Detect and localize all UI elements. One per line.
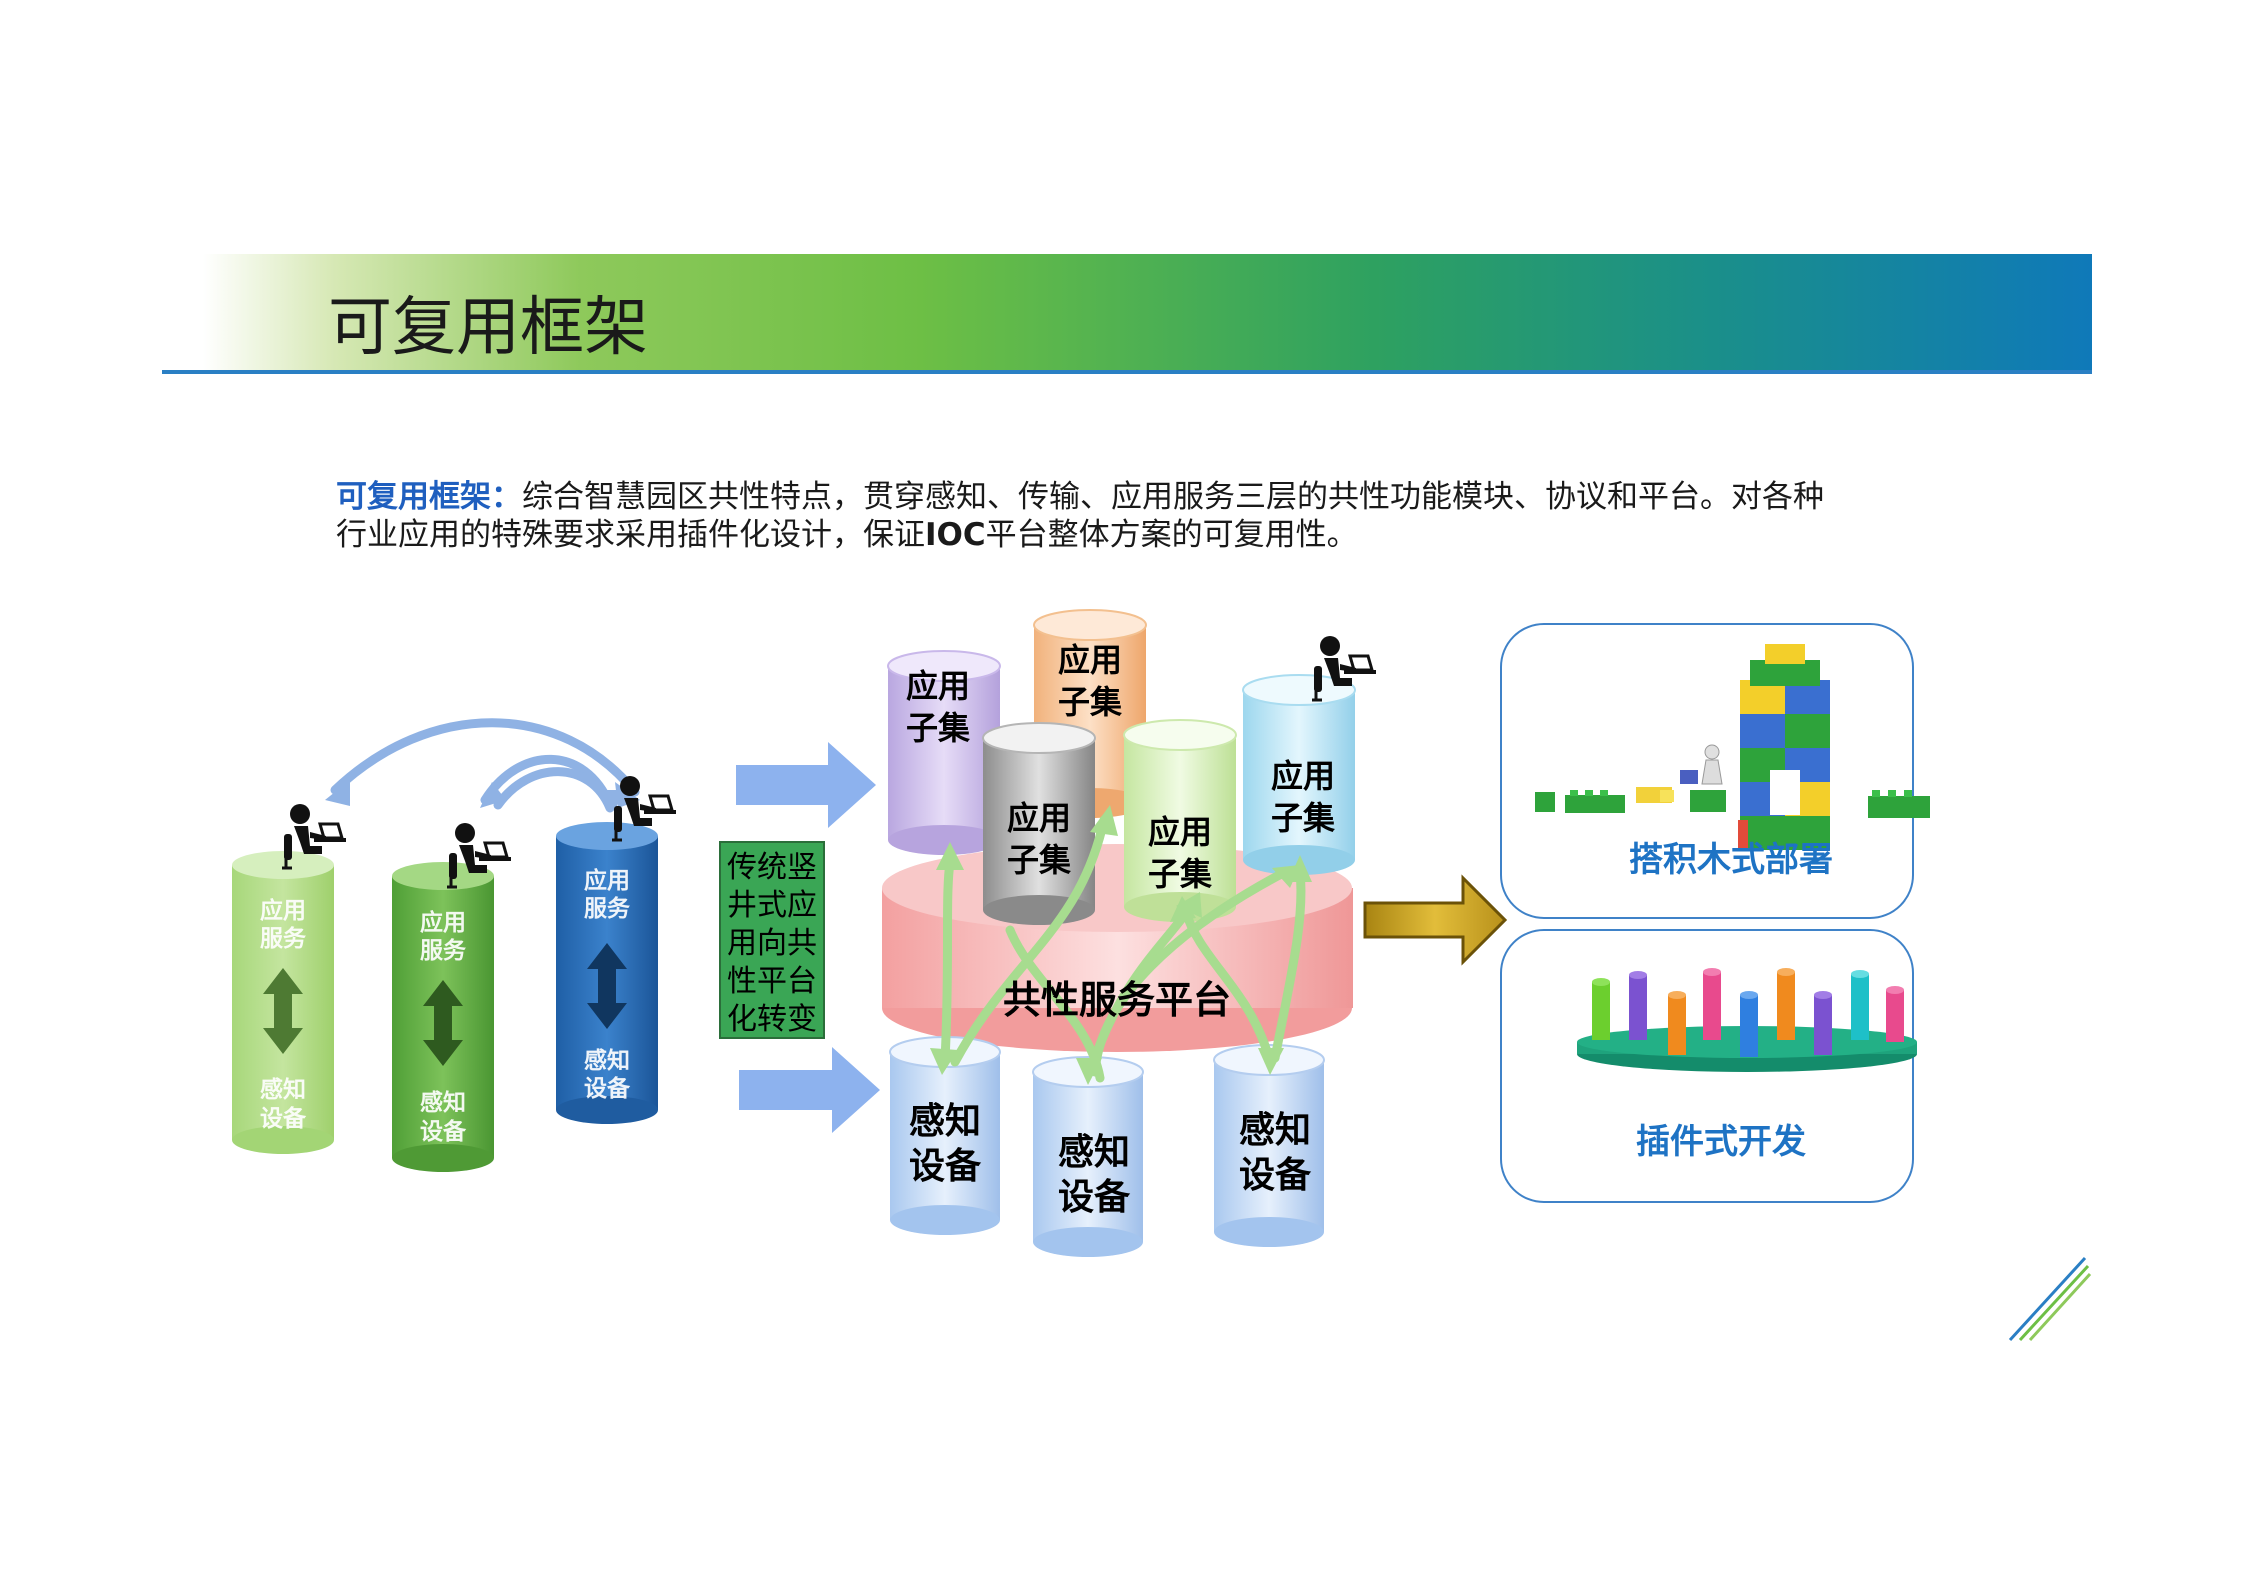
platform-label: 共性服务平台 (1003, 978, 1231, 1022)
left-cyl2-bottom: 感知 (420, 1089, 466, 1116)
app-subset-3-line1: 应用 (1007, 799, 1071, 837)
right-arrow-icon (1365, 878, 1505, 962)
plugin-panel (1500, 929, 1914, 1203)
corner-stripes-icon (2010, 1258, 2090, 1340)
app-subset-4-line1: 应用 (1148, 813, 1212, 851)
left-cyl2-top2: 服务 (420, 938, 467, 964)
left-cyl3-top: 应用 (584, 867, 630, 894)
right-arrow-icon (739, 1047, 880, 1133)
sensor-1-line2: 设备 (909, 1146, 982, 1187)
left-arcs (335, 723, 635, 808)
app-subset-3-line2: 子集 (1007, 841, 1071, 879)
left-cyl3-bottom: 感知 (584, 1047, 630, 1074)
left-cyl1-top2: 服务 (260, 926, 307, 952)
sensor-2-line2: 设备 (1058, 1177, 1131, 1218)
transition-line-5: 化转变 (727, 1002, 817, 1037)
sensor-1-line1: 感知 (909, 1101, 981, 1142)
sensor-2-line1: 感知 (1058, 1132, 1130, 1173)
app-subset-1-line2: 子集 (906, 709, 970, 747)
left-cyl1-bottom: 感知 (260, 1076, 306, 1103)
left-cyl2-bottom2: 设备 (420, 1118, 467, 1145)
sensor-3-line1: 感知 (1239, 1110, 1311, 1151)
left-cyl1-bottom2: 设备 (260, 1105, 307, 1132)
transition-line-1: 传统竖 (727, 850, 817, 885)
app-subset-4-line2: 子集 (1148, 855, 1212, 893)
transition-line-2: 井式应 (727, 888, 817, 923)
left-cyl3-top2: 服务 (584, 896, 631, 922)
app-subset-5-line2: 子集 (1271, 799, 1335, 837)
transition-line-3: 用向共 (727, 926, 817, 961)
left-cyl2-top: 应用 (420, 909, 466, 936)
app-subset-2-line2: 子集 (1058, 683, 1122, 721)
sensor-3-line2: 设备 (1239, 1155, 1312, 1196)
app-subset-1-line1: 应用 (906, 667, 970, 705)
right-arrow-icon (736, 742, 876, 828)
transition-line-4: 性平台 (727, 964, 817, 999)
left-cyl3-bottom2: 设备 (584, 1075, 631, 1102)
left-cyl1-top: 应用 (260, 897, 306, 924)
app-subset-2-line1: 应用 (1058, 641, 1122, 679)
blocks-panel (1500, 623, 1914, 919)
app-subset-5-line1: 应用 (1271, 757, 1335, 795)
